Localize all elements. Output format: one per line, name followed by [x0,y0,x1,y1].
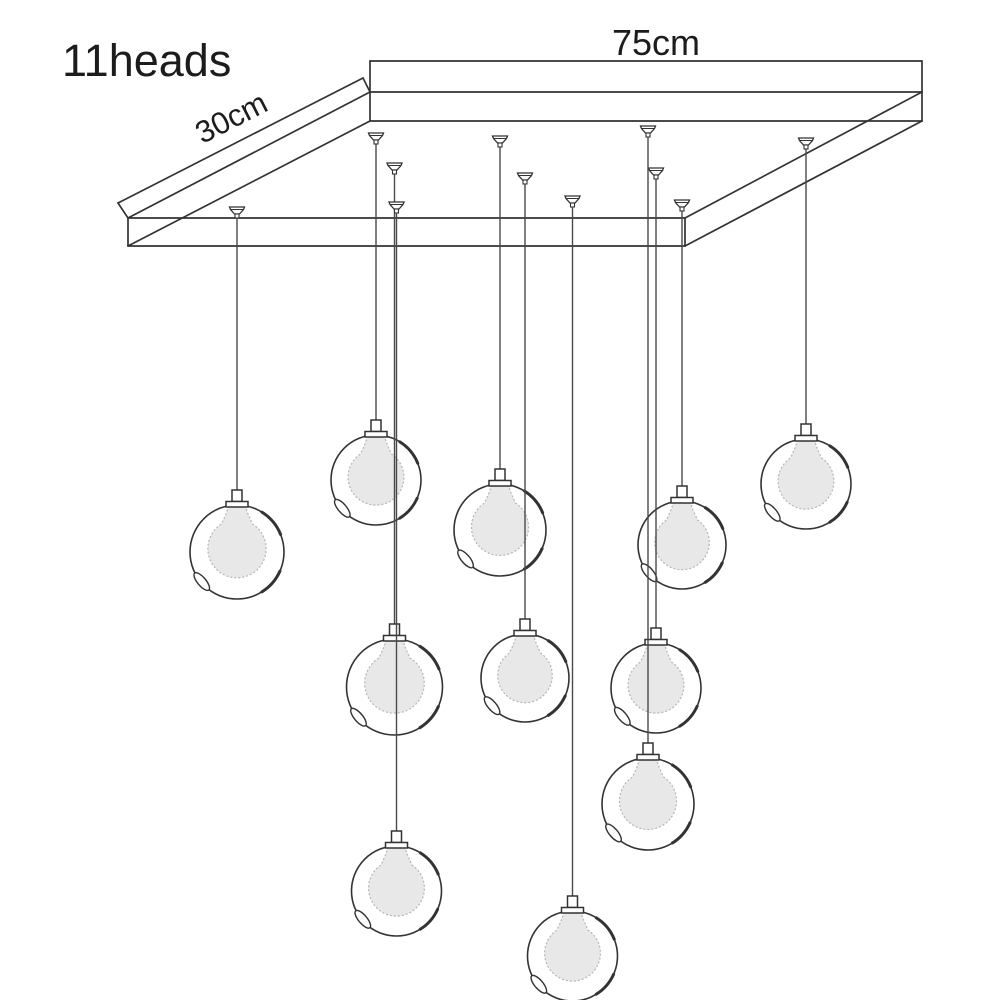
pendant-5 [760,137,852,530]
pendant-11 [526,195,619,1000]
socket-stem [388,623,401,637]
glass-dimple [193,572,211,592]
socket-cap [364,430,388,438]
socket-cap [636,753,660,761]
socket-stem [494,468,506,482]
bulb [627,644,685,714]
ceiling-grommet [386,162,403,171]
ceiling-canopy [117,60,923,247]
socket-stem [231,489,243,503]
glass-highlight-arc [522,489,545,515]
bulb [347,436,405,506]
bulb [777,440,835,510]
bulb [544,912,601,982]
pendant-4 [637,199,727,590]
pendant-9 [350,201,443,937]
glass-highlight-arc [670,763,693,789]
glass-dimple [457,549,474,569]
glass-highlight-arc [418,644,441,671]
glass-highlight-arc [418,851,440,876]
socket-cap [644,638,668,646]
pendant-1 [189,206,285,600]
glass-highlight-arc [703,561,724,584]
bulb [654,502,710,571]
glass-dimple [350,707,367,727]
ceiling-grommet [673,199,691,208]
ceiling-grommet [367,132,385,141]
ceiling-grommet [228,206,246,215]
glass-dimple [763,502,781,522]
glass-highlight-arc [594,916,616,941]
socket-cap [488,479,512,487]
ceiling-grommet [564,195,581,204]
socket-cap [560,906,585,914]
glass-highlight-arc [594,972,616,996]
pendant-6 [345,162,444,736]
glass-highlight-arc [260,510,283,536]
socket-stem [642,742,654,756]
bulb [497,635,553,704]
depth-dimension-label: 30cm [190,85,273,151]
bulb [618,759,678,830]
pendant-2 [330,132,422,526]
socket-cap [794,434,818,442]
glass-highlight-arc [418,907,440,931]
glass-highlight-arc [546,694,567,717]
diagram-geometry [117,60,923,1000]
ceiling-grommet [491,135,509,144]
socket-stem [566,895,579,909]
glass-highlight-arc [678,648,700,673]
heads-count-label: 11heads [62,35,231,86]
pendant-7 [480,172,570,723]
glass-dimple [483,696,501,716]
glass-highlight-arc [546,639,568,664]
pendant-3 [453,135,547,577]
bulb [368,847,425,917]
socket-cap [670,496,694,504]
ceiling-grommet [639,125,657,134]
socket-stem [370,419,382,433]
bulb [470,485,530,556]
glass-highlight-arc [828,444,850,469]
glass-highlight-arc [398,496,419,520]
glass-dimple [333,498,351,518]
ceiling-grommet [647,167,665,176]
socket-stem [800,423,812,437]
socket-cap [513,629,537,637]
glass-highlight-arc [418,705,440,730]
width-dimension-label: 75cm [612,22,700,63]
glass-highlight-arc [260,569,282,594]
glass-highlight-arc [670,821,692,845]
glass-dimple [530,974,548,994]
pendant-10 [601,125,695,851]
socket-cap [384,841,409,849]
glass-dimple [613,706,631,726]
glass-highlight-arc [703,506,725,531]
socket-cap [225,500,249,508]
socket-stem [650,627,662,641]
socket-cap [382,634,407,642]
socket-stem [519,618,531,632]
ceiling-grommet [797,137,815,146]
glass-dimple [605,823,622,843]
glass-highlight-arc [678,704,699,728]
socket-stem [676,485,688,499]
socket-stem [390,830,403,844]
bulb [207,506,267,579]
glass-highlight-arc [828,500,849,524]
glass-dimple [354,909,372,929]
ceiling-grommet [516,172,534,181]
ceiling-grommet [388,201,405,210]
glass-highlight-arc [398,440,420,465]
bulb [364,640,425,714]
pendant-8 [610,167,702,734]
